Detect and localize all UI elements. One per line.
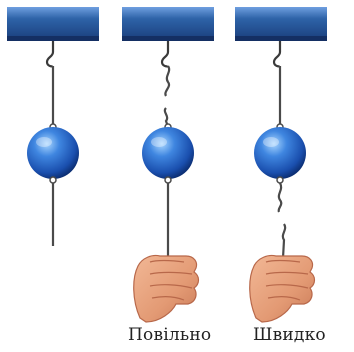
support-bar	[7, 7, 99, 41]
hook-icon	[274, 41, 280, 66]
hand-icon	[134, 255, 199, 322]
broken-thread-top	[279, 183, 282, 212]
support-bar	[235, 7, 327, 41]
broken-thread-top	[165, 66, 169, 96]
hand-icon	[250, 255, 315, 322]
ring-icon	[165, 177, 171, 183]
ring-icon	[277, 177, 283, 183]
ball	[27, 127, 79, 179]
panel-slow	[122, 7, 214, 322]
caption-fast: Швидко	[253, 325, 326, 345]
hook-icon	[162, 41, 168, 66]
ball	[254, 127, 306, 179]
hook-icon	[47, 41, 53, 66]
panel-fast	[235, 7, 327, 322]
broken-thread-bottom	[283, 224, 285, 258]
ring-icon	[50, 177, 56, 183]
support-bar	[122, 7, 214, 41]
panel-rest	[7, 7, 99, 246]
ball	[142, 127, 194, 179]
caption-slow: Повільно	[128, 325, 211, 345]
